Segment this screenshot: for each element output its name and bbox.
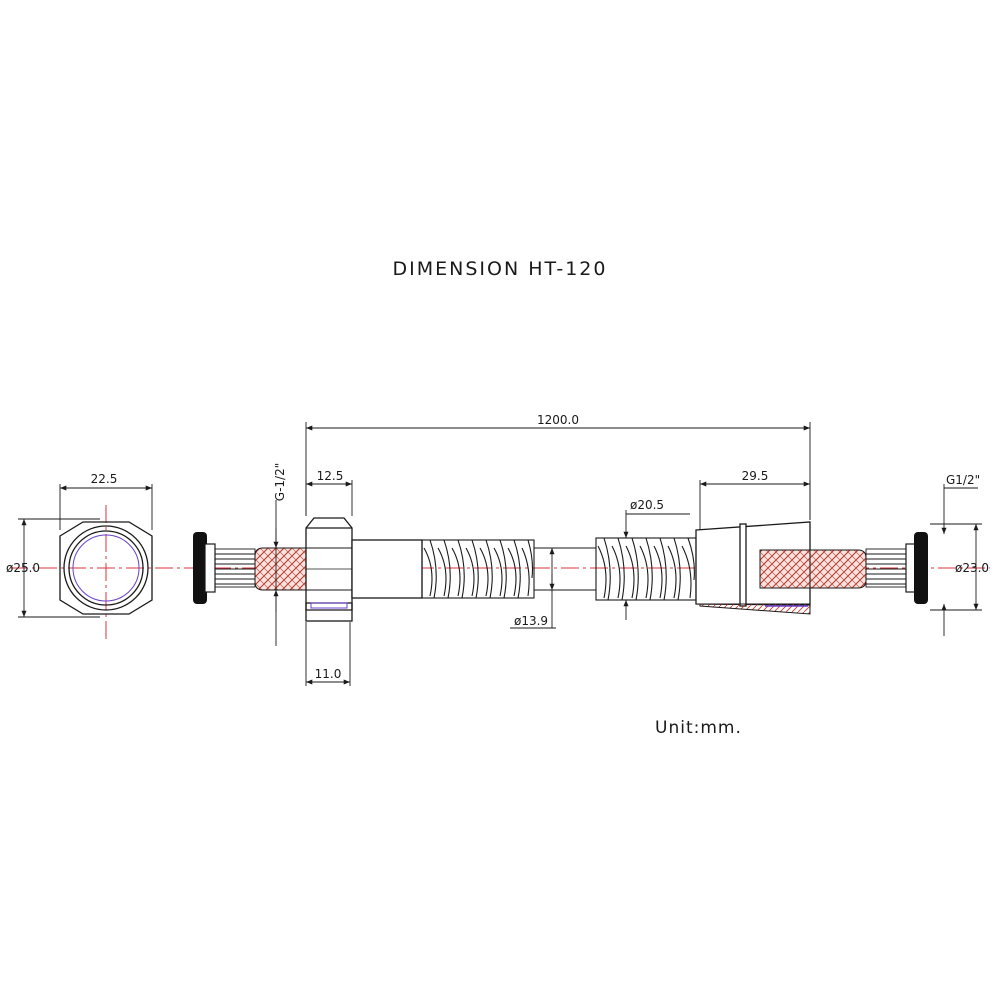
sleeve-length-dimension: [699, 480, 811, 530]
total-length-dimension: [305, 422, 811, 520]
hex-diameter-label: ø25.0: [6, 561, 40, 575]
nut-length-label: 12.5: [317, 469, 344, 483]
drawing-title: DIMENSION HT-120: [392, 258, 608, 280]
hose-inner-label: ø13.9: [514, 614, 548, 628]
total-length-label: 1200.0: [537, 413, 579, 427]
left-hex-nut: [305, 517, 353, 622]
hose-outer-label: ø20.5: [630, 498, 664, 512]
nut-thread-label: 11.0: [315, 667, 342, 681]
end-diameter-label: ø23.0: [955, 561, 989, 575]
unit-note: Unit:mm.: [655, 718, 742, 738]
right-ribbed-insert: [865, 548, 907, 588]
right-thread-dimension: [941, 484, 978, 636]
right-braid-inner: [759, 549, 811, 589]
left-ferrule: [351, 539, 423, 599]
left-cap: [193, 532, 216, 604]
nut-thread-dimension: [305, 622, 351, 686]
right-braid: [809, 549, 867, 589]
hose-gap-inner: [534, 547, 596, 591]
right-thread-label: G1/2": [946, 473, 980, 487]
left-thread-label: G-1/2": [273, 463, 287, 501]
end-diameter-dimension: [930, 523, 982, 611]
right-cap: [905, 532, 928, 604]
nut-length-dimension: [305, 480, 353, 516]
right-hose-section: [595, 537, 697, 601]
hex-nut-end-view: [59, 521, 153, 615]
hose-outer-dimension: [623, 510, 700, 620]
hose-inner-dimension: [510, 548, 556, 629]
hex-width-dimension: [59, 484, 153, 530]
left-braid: [254, 547, 307, 591]
left-hose-section: [421, 539, 535, 599]
hex-width-label: 22.5: [91, 472, 118, 486]
sleeve-length-label: 29.5: [742, 469, 769, 483]
hex-diameter-dimension: [18, 518, 100, 618]
